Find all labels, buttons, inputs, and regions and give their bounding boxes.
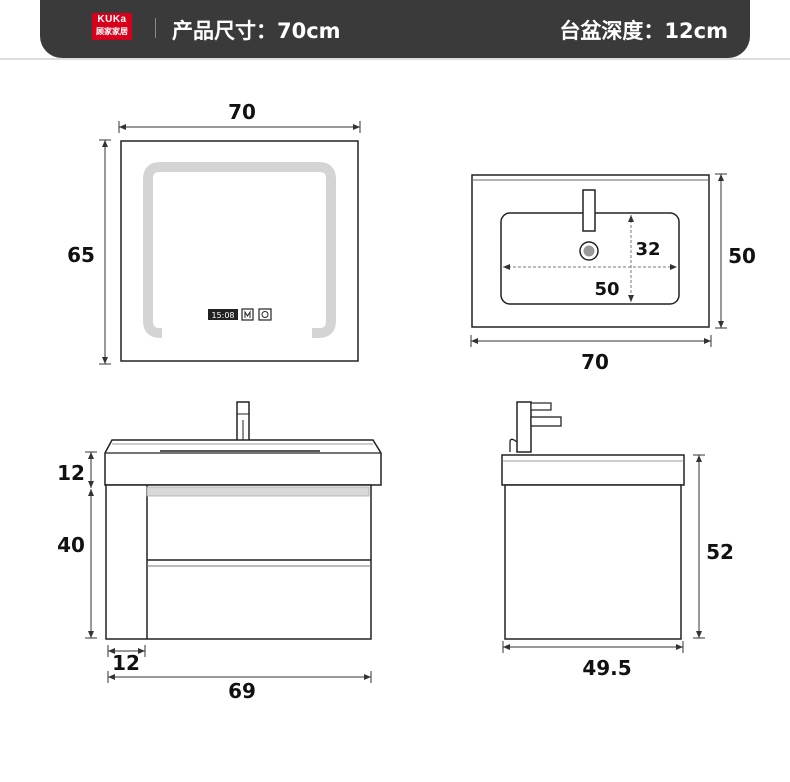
side-panel-label: 12 <box>112 651 140 675</box>
side-depth-label: 49.5 <box>582 656 631 680</box>
logo-text: KUKa <box>97 14 127 25</box>
basin-front <box>104 439 382 486</box>
mirror-view: 15:08 70 65 <box>67 100 361 365</box>
basin-depth-label: 50 <box>728 244 756 268</box>
mirror-clock-text: 15:08 <box>211 311 234 320</box>
handle-strip <box>146 486 370 497</box>
basin-depth-label: 台盆深度：12cm <box>559 19 728 43</box>
cabinet-height-label: 40 <box>57 533 85 557</box>
header-divider <box>0 58 790 60</box>
bowl-depth-label: 32 <box>635 239 660 260</box>
header-bar <box>40 0 750 58</box>
product-size-label: 产品尺寸：70cm <box>172 19 341 43</box>
faucet-top <box>582 189 596 232</box>
side-height-label: 52 <box>706 540 734 564</box>
logo-subtext: 顾家家居 <box>96 27 128 36</box>
cabinet-front-view: 12 40 12 69 <box>57 401 382 703</box>
total-width-label: 69 <box>228 679 256 703</box>
mirror-height-label: 65 <box>67 243 95 267</box>
mirror-frame <box>120 140 359 362</box>
basin-width-label: 70 <box>581 350 609 374</box>
cabinet-body <box>105 484 372 640</box>
mirror-power-icon <box>258 308 272 321</box>
header-separator <box>155 18 156 38</box>
faucet-side <box>516 401 532 453</box>
mirror-defog-icon <box>241 308 254 321</box>
kuka-logo: KUKa 顾家家居 <box>92 13 132 40</box>
top-height-label: 12 <box>57 461 85 485</box>
side-top <box>501 454 685 486</box>
mirror-led-strip <box>143 162 336 338</box>
mirror-clock-display <box>208 309 238 320</box>
bowl-width-label: 50 <box>594 279 619 300</box>
basin-top-view: 32 50 50 70 <box>470 173 756 374</box>
side-body <box>504 484 682 640</box>
cabinet-side-view: 52 49.5 <box>501 401 734 680</box>
mirror-width-label: 70 <box>228 100 256 124</box>
